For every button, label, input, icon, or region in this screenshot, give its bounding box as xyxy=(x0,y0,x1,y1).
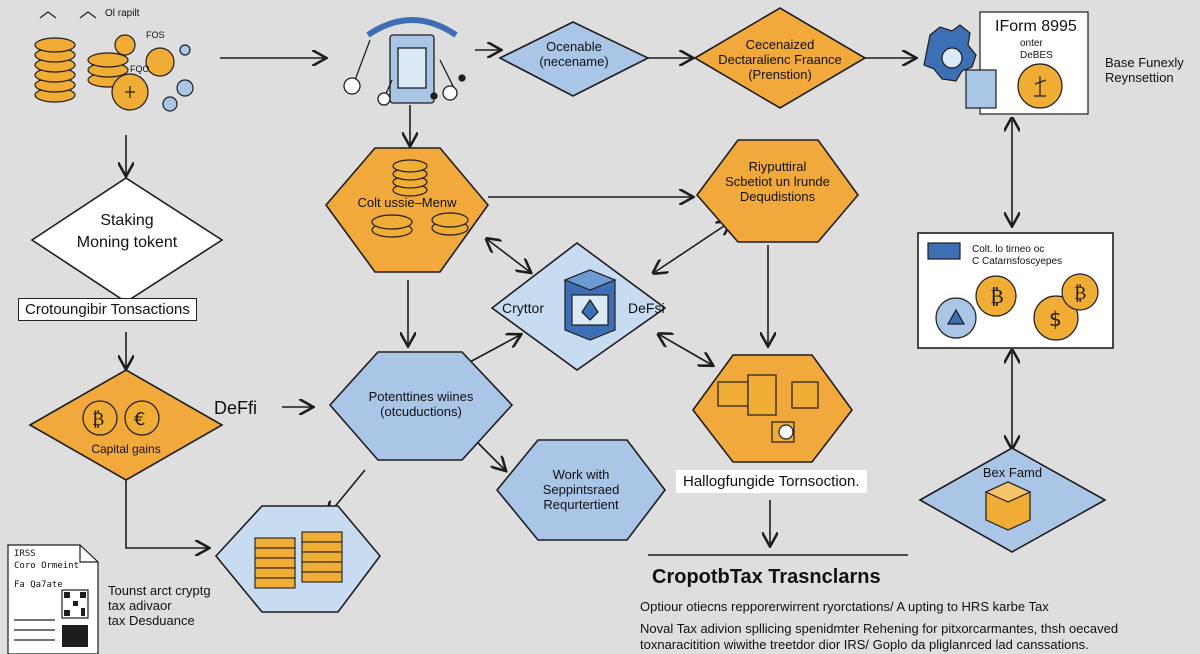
base-line2: Reynsettion xyxy=(1105,69,1174,85)
arrow-cryptor-hallog xyxy=(660,335,712,365)
potential-line1: Potenttines wiines xyxy=(368,389,474,404)
gold-bars-icon xyxy=(254,531,343,589)
tax-document-icon xyxy=(7,544,99,654)
doc-line1: IRSS xyxy=(14,549,36,559)
advisor-line2: tax adivaor xyxy=(108,597,172,613)
boxfarnd-label: Bex Famd xyxy=(982,465,1043,480)
form-title: IForm 8995 xyxy=(995,18,1077,35)
footer-line1: Optiour otiecns repporerwirrent ryorctat… xyxy=(640,599,1049,614)
definable-label: Ocenable (necename) xyxy=(500,39,648,70)
advisor-line1: Tounst arct cryptg xyxy=(108,583,211,598)
svg-text:$: $ xyxy=(1049,307,1062,331)
coins-icon-label: FQO xyxy=(130,64,150,74)
cardboard-box-icon xyxy=(984,481,1032,531)
ripuetiral-line1: Riyputtiral xyxy=(748,159,807,174)
svg-text:₿: ₿ xyxy=(990,284,1004,308)
base-label: Base Funexly Reynsettion xyxy=(1105,55,1184,86)
definable-line1: Ocenable xyxy=(546,39,602,54)
definable-diamond xyxy=(498,21,650,97)
coin-pile-icon xyxy=(34,11,194,112)
work-label: Work with Seppintsraed Requrtertient xyxy=(497,467,665,513)
work-line1: Work with xyxy=(552,467,610,482)
ripuetiral-line2: Scbetiot un lrunde xyxy=(725,173,830,189)
coins-side-label: FOS xyxy=(146,30,165,40)
hallog-label: Hallogfungide Tornsoction. xyxy=(676,470,867,493)
capital-label: Capital gains xyxy=(91,442,161,456)
staking-diamond xyxy=(30,177,224,303)
footer-line2: Noval Tax adivion spllicing spenidmter R… xyxy=(640,621,1119,636)
portfolio-line2: C Catarnsfoscyepes xyxy=(972,255,1063,267)
arrow-potential-to-work xyxy=(474,439,505,470)
potential-label: Potenttines wiines (otcuductions) xyxy=(330,389,512,420)
advisor-line3: tax Desduance xyxy=(108,612,195,628)
coin-stack-icon xyxy=(371,159,469,238)
blockchain-cube-icon xyxy=(563,269,617,341)
network-device-icon xyxy=(343,17,466,106)
doc-text: IRSS Coro Ormeint Fa Qa7ate xyxy=(14,549,79,592)
capital-coins-icon: ₿ € xyxy=(82,400,160,436)
coin-stack-hexagon xyxy=(214,505,382,613)
cousie-label: Colt ussie–Menw xyxy=(357,195,457,210)
staking-line1: Staking xyxy=(100,212,154,229)
arrow-cryptor-ripuetiral xyxy=(655,222,730,272)
definable-line2: (necename) xyxy=(539,53,609,69)
svg-text:₿: ₿ xyxy=(1074,283,1086,304)
advisor-label: Tounst arct cryptg tax adivaor tax Desdu… xyxy=(108,583,211,629)
svg-text:₿: ₿ xyxy=(92,409,104,430)
arrow-cousie-cryptor xyxy=(488,240,530,272)
staking-line2: Moning tokent xyxy=(76,233,178,251)
connector-arrows xyxy=(126,50,1012,555)
cousie-hexagon xyxy=(324,147,490,273)
cefi-line1: Cecenaized xyxy=(745,37,815,52)
ripuetiral-label: Riyputtiral Scbetiot un lrunde Dequdisti… xyxy=(697,159,858,205)
cryptor-left-label: Cryttor xyxy=(502,300,544,316)
crypto-transactions-box: Crotoungibir Tonsactions xyxy=(18,298,197,321)
cefi-line3: (Prenstion) xyxy=(748,66,812,82)
ripuetiral-line3: Dequdistions xyxy=(739,188,816,204)
defi-side-label: DeFfi xyxy=(214,398,258,418)
portfolio-coins-icon: ₿ $ ₿ xyxy=(927,242,1099,341)
potential-line2: (otcuductions) xyxy=(380,403,462,419)
doc-line3: Fa Qa7ate xyxy=(14,580,63,591)
footer-title: CropotbTax Trasnclarns xyxy=(652,566,881,588)
portfolio-label: Colt. lo tirneo oc C Catarnsfoscyepes xyxy=(972,244,1062,267)
package-boxes-icon xyxy=(717,374,819,443)
cefi-diamond xyxy=(693,7,867,109)
form-line2: onter xyxy=(1020,38,1043,49)
cefi-label: Cecenaized Dectaralienc Fraance (Prensti… xyxy=(695,37,865,83)
work-hexagon xyxy=(495,439,667,541)
work-line2: Seppintsraed xyxy=(542,481,620,497)
doc-line2: Coro Ormeint xyxy=(14,560,80,571)
base-line1: Base Funexly xyxy=(1105,55,1184,70)
work-line3: Requrtertient xyxy=(543,496,619,512)
ripuetiral-hexagon xyxy=(695,139,860,243)
gear-icon xyxy=(923,24,1063,109)
potential-hexagon xyxy=(328,351,514,461)
svg-text:€: € xyxy=(134,409,145,430)
arrow-capital-to-stack xyxy=(125,480,208,548)
cryptor-right-label: DeFsi xyxy=(628,300,665,316)
portfolio-line1: Colt. lo tirneo oc xyxy=(972,244,1045,255)
cefi-line2: Dectaralienc Fraance xyxy=(718,51,842,67)
coins-top-label: Ol rapilt xyxy=(105,8,140,19)
staking-label: Staking Moning tokent xyxy=(32,210,222,253)
form-line3: DeBES xyxy=(1020,50,1053,61)
footer-line3: toxnaracitition wiwithe treetdor dior IR… xyxy=(640,637,1089,652)
